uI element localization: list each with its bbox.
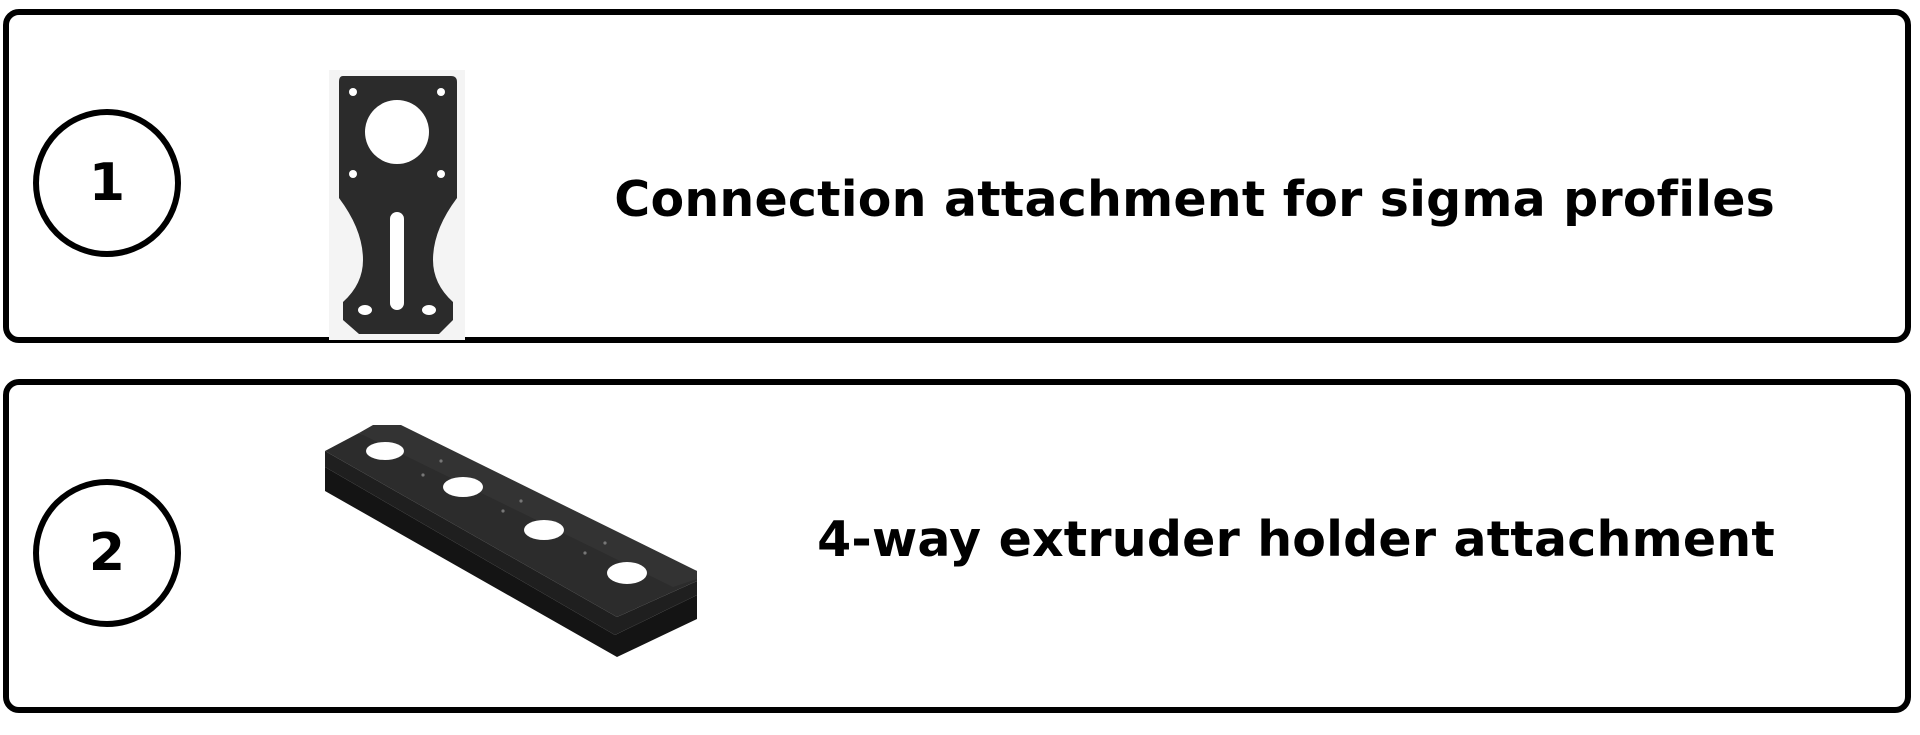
item-card-2: 2 4-way extruder holder attachment [3, 379, 1911, 713]
mounting-plate-icon [329, 70, 465, 340]
item-number-badge: 1 [33, 109, 181, 257]
item-label: Connection attachment for sigma profiles [614, 171, 1775, 228]
item-card-1: 1 Connection attachment for sigma profil… [3, 9, 1911, 343]
item-label: 4-way extruder holder attachment [817, 511, 1775, 568]
extruder-holder-bar-icon [325, 425, 697, 657]
item-number-badge: 2 [33, 479, 181, 627]
